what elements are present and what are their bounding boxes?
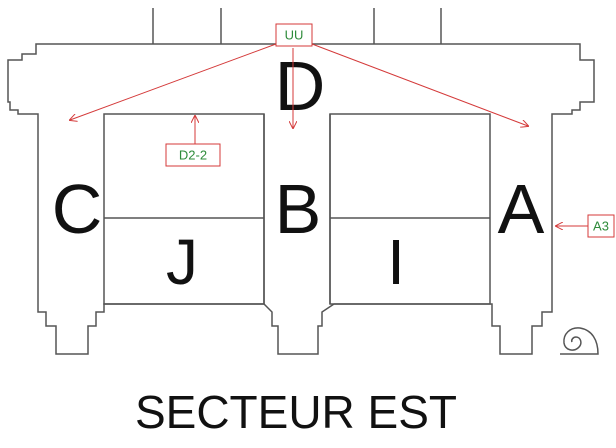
page-title: SECTEUR EST	[135, 386, 457, 438]
inner-bays	[103, 113, 491, 305]
sector-label-j[interactable]: J	[166, 226, 198, 298]
callout-uu-label: UU	[285, 28, 304, 43]
uu-arrows	[70, 43, 528, 128]
snail-icon	[560, 327, 599, 355]
sector-label-b[interactable]: B	[275, 170, 322, 248]
callout-a3[interactable]: A3	[587, 214, 615, 238]
building-outline	[7, 43, 595, 355]
callout-uu[interactable]: UU	[275, 23, 313, 47]
sector-label-d[interactable]: D	[275, 47, 326, 125]
sector-label-i[interactable]: I	[387, 226, 405, 298]
callout-a3-label: A3	[593, 219, 609, 234]
callout-d2-2-label: D2-2	[179, 148, 207, 163]
sector-label-a[interactable]: A	[498, 170, 545, 248]
callout-d2-2[interactable]: D2-2	[165, 143, 221, 167]
sector-label-c[interactable]: C	[52, 170, 103, 248]
top-wall-lines	[152, 8, 442, 44]
